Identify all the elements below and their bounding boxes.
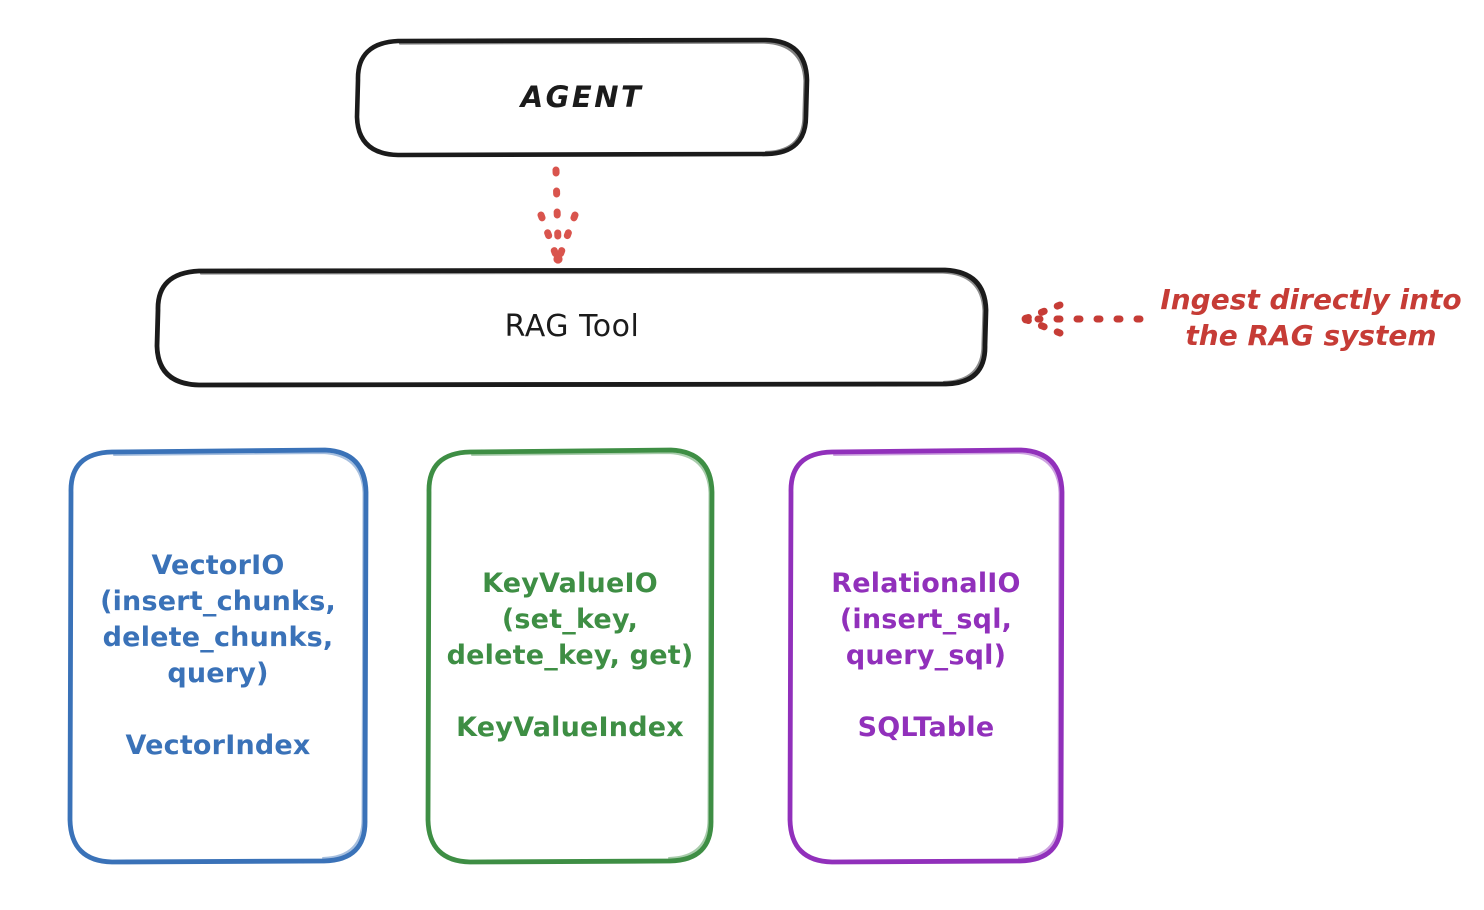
node-rag-tool-label: RAG Tool [504, 309, 640, 345]
node-rag-tool[interactable]: RAG Tool [157, 270, 987, 385]
edge-ingest-to-rag-tool [1021, 301, 1144, 337]
edge-agent-to-rag-tool [537, 166, 579, 264]
node-agent-label: AGENT [520, 79, 644, 114]
node-relational-io-label: RelationalIO (insert_sql, query_sql) SQL… [831, 568, 1021, 743]
node-vector-io[interactable]: VectorIO (insert_chunks, delete_chunks, … [70, 450, 366, 862]
node-vector-io-label: VectorIO (insert_chunks, delete_chunks, … [100, 550, 336, 761]
node-agent[interactable]: AGENT [357, 40, 807, 155]
node-relational-io[interactable]: RelationalIO (insert_sql, query_sql) SQL… [790, 450, 1062, 862]
node-key-value-io[interactable]: KeyValueIO (set_key, delete_key, get) Ke… [428, 450, 712, 862]
node-key-value-io-label: KeyValueIO (set_key, delete_key, get) Ke… [446, 568, 694, 743]
annotation-ingest: Ingest directly into the RAG system [1160, 283, 1462, 353]
